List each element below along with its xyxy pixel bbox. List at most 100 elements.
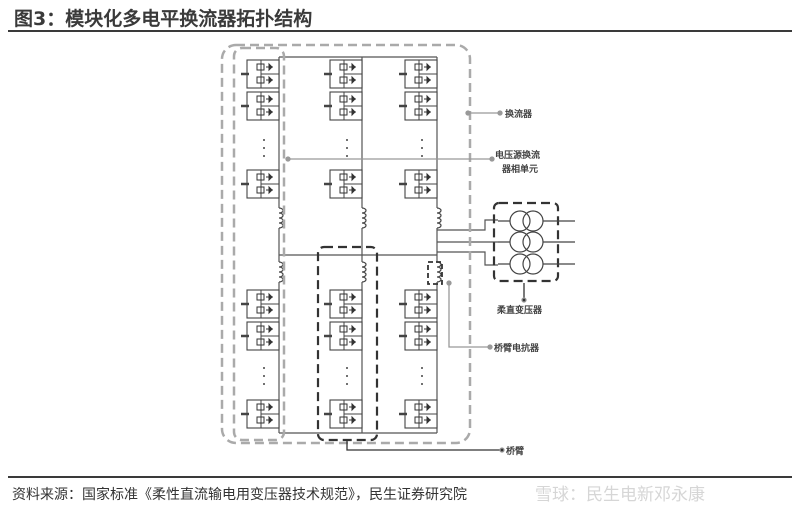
igbt-icon xyxy=(256,186,265,194)
igbt-icon xyxy=(339,293,348,301)
ellipsis-dot xyxy=(346,383,348,385)
ellipsis-dot xyxy=(421,383,423,385)
igbt-icon xyxy=(414,403,423,411)
igbt-icon xyxy=(339,95,348,103)
inductor-icon xyxy=(278,207,284,229)
igbt-icon xyxy=(256,95,265,103)
reactor-box xyxy=(427,261,443,285)
igbt-icon xyxy=(414,63,423,71)
diode-icon xyxy=(266,292,273,302)
ellipsis-dot xyxy=(421,375,423,377)
inductor-icon xyxy=(278,261,284,283)
ellipsis-dot xyxy=(421,147,423,149)
diode-icon xyxy=(424,107,431,117)
diode-icon xyxy=(266,94,273,104)
diode-icon xyxy=(424,305,431,315)
igbt-icon xyxy=(414,306,423,314)
ellipsis-dot xyxy=(421,155,423,157)
label-arm-reactor: 桥臂电抗器 xyxy=(494,342,540,354)
igbt-icon xyxy=(414,76,423,84)
watermark: 雪球：民生电新邓永康 xyxy=(535,485,705,505)
igbt-icon xyxy=(339,63,348,71)
ellipsis-dot xyxy=(421,367,423,369)
source-divider xyxy=(8,476,792,478)
diode-icon xyxy=(349,62,356,72)
wiring xyxy=(279,56,498,434)
diode-icon xyxy=(424,324,431,334)
igbt-icon xyxy=(414,416,423,424)
igbt-icon xyxy=(414,186,423,194)
igbt-icon xyxy=(256,338,265,346)
igbt-icon xyxy=(339,338,348,346)
diode-icon xyxy=(266,415,273,425)
diode-icon xyxy=(349,415,356,425)
ellipsis-dot xyxy=(346,155,348,157)
diode-icon xyxy=(349,75,356,85)
igbt-icon xyxy=(339,108,348,116)
diode-icon xyxy=(266,62,273,72)
figure-title: 图3：模块化多电平换流器拓扑结构 xyxy=(14,8,313,30)
diode-icon xyxy=(424,415,431,425)
igbt-icon xyxy=(256,403,265,411)
ellipsis-dot xyxy=(263,147,265,149)
diode-icon xyxy=(349,324,356,334)
leader-lines xyxy=(285,110,527,453)
diode-icon xyxy=(424,292,431,302)
igbt-icon xyxy=(339,186,348,194)
diode-icon xyxy=(424,337,431,347)
igbt-icon xyxy=(256,63,265,71)
inductor-icon xyxy=(436,207,442,229)
diode-icon xyxy=(349,94,356,104)
diode-icon xyxy=(266,75,273,85)
label-phase-unit-2: 器相单元 xyxy=(501,163,538,175)
ellipsis-dot xyxy=(346,139,348,141)
ellipsis-dot xyxy=(263,375,265,377)
diode-icon xyxy=(266,107,273,117)
diode-icon xyxy=(266,185,273,195)
diode-icon xyxy=(349,305,356,315)
diode-icon xyxy=(349,107,356,117)
diode-icon xyxy=(266,324,273,334)
diode-icon xyxy=(349,337,356,347)
ellipsis-dot xyxy=(346,147,348,149)
igbt-icon xyxy=(414,108,423,116)
igbt-icon xyxy=(256,108,265,116)
diode-icon xyxy=(266,172,273,182)
title-divider xyxy=(8,30,792,32)
igbt-icon xyxy=(256,173,265,181)
label-phase-unit-1: 电压源换流 xyxy=(495,149,540,161)
ellipsis-dot xyxy=(263,139,265,141)
igbt-icon xyxy=(339,173,348,181)
ellipsis-dot xyxy=(263,367,265,369)
inductor-icon xyxy=(436,261,442,283)
transformer-box xyxy=(492,201,560,283)
diode-icon xyxy=(424,402,431,412)
igbt-icon xyxy=(414,173,423,181)
ellipsis-dot xyxy=(346,375,348,377)
label-converter: 换流器 xyxy=(505,108,533,120)
source-note: 资料来源：国家标准《柔性直流输电用变压器技术规范》，民生证券研究院 xyxy=(12,487,467,503)
diode-icon xyxy=(424,185,431,195)
igbt-icon xyxy=(256,325,265,333)
igbt-icon xyxy=(256,293,265,301)
diode-icon xyxy=(424,75,431,85)
ellipsis-dot xyxy=(346,367,348,369)
igbt-icon xyxy=(414,293,423,301)
igbt-icon xyxy=(339,306,348,314)
igbt-icon xyxy=(256,416,265,424)
diode-icon xyxy=(424,62,431,72)
igbt-icon xyxy=(256,306,265,314)
diode-icon xyxy=(349,172,356,182)
phase-unit-box xyxy=(232,46,286,442)
label-transformer: 柔直变压器 xyxy=(496,304,543,316)
diode-icon xyxy=(424,172,431,182)
igbt-icon xyxy=(339,403,348,411)
label-arm: 桥臂 xyxy=(506,445,524,457)
diode-icon xyxy=(424,94,431,104)
igbt-icon xyxy=(414,95,423,103)
converter-box xyxy=(220,43,472,445)
igbt-icon xyxy=(339,76,348,84)
submodules xyxy=(241,57,442,433)
